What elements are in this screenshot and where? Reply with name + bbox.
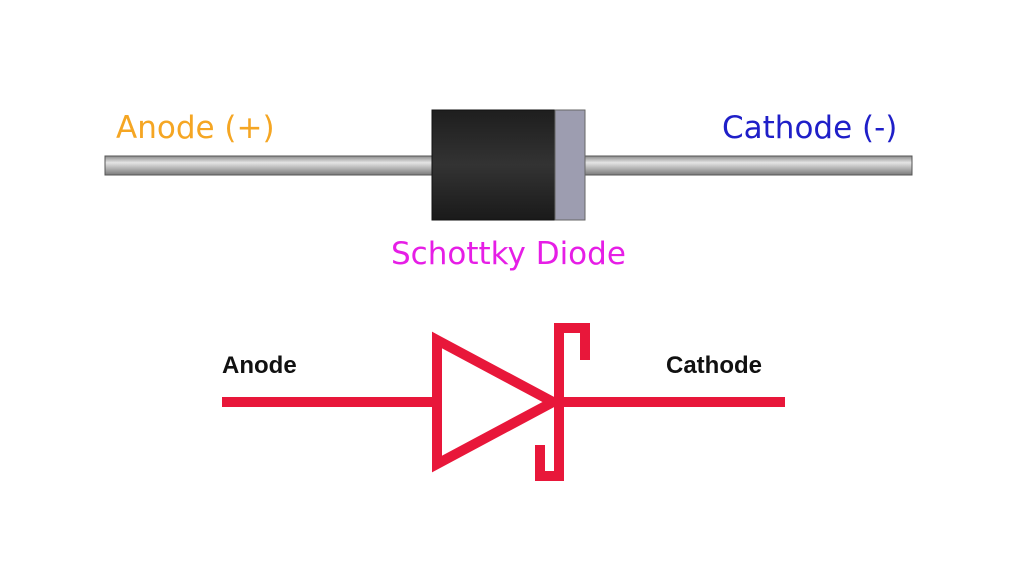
diode-body	[431, 109, 557, 221]
symbol-anode-label: Anode	[222, 352, 297, 379]
schottky-bar	[535, 323, 590, 481]
component-name: Schottky Diode	[391, 236, 626, 272]
symbol-cathode-label: Cathode	[666, 352, 762, 379]
triangle	[432, 331, 564, 473]
anode-plus-label: Anode (+)	[116, 110, 275, 146]
schottky-symbol	[222, 323, 785, 481]
cathode-minus-label: Cathode (-)	[722, 110, 898, 146]
cathode-band	[554, 109, 586, 221]
